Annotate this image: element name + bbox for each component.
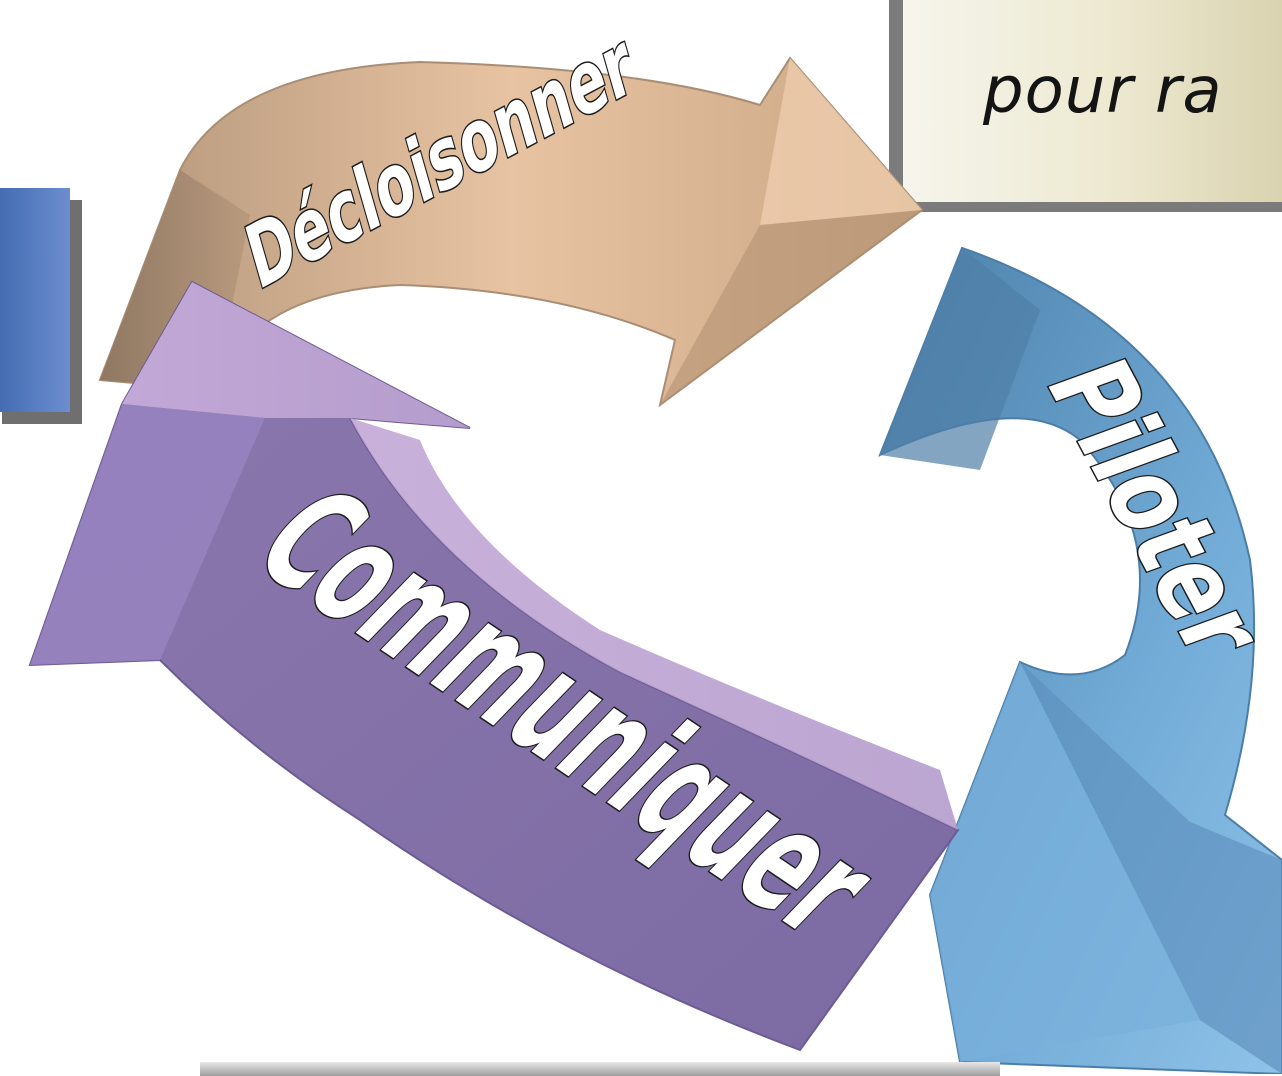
caption-box [903,0,1282,202]
communiquer-arrow [28,280,960,1052]
piloter-label: Piloter [1020,345,1282,672]
caption-text: pour ra [983,54,1223,128]
bottom-divider [200,1062,1000,1076]
blue-side-tab [0,188,70,412]
piloter-arrow [878,246,1282,1074]
